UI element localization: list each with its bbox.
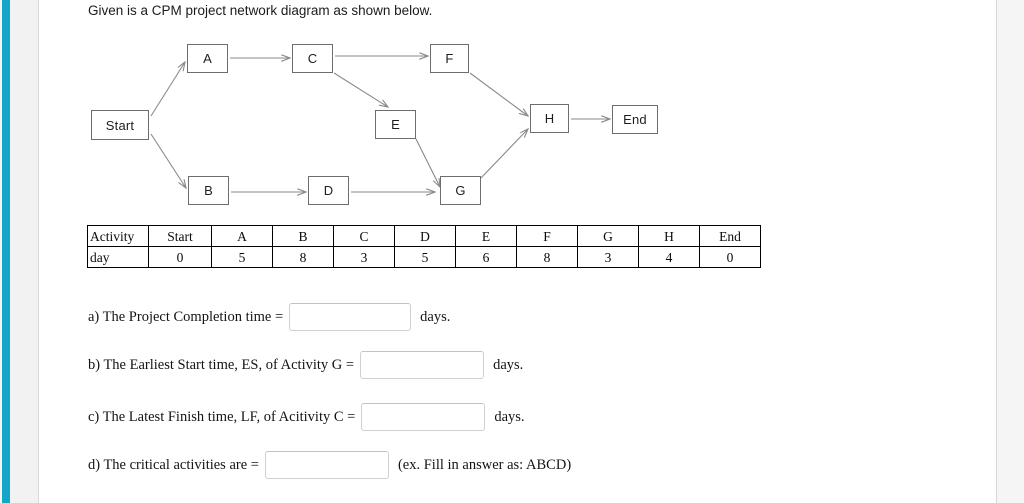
table-header-g: G <box>577 225 639 247</box>
left-accent-bar <box>2 0 10 503</box>
question-b-row: b) The Earliest Start time, ES, of Activ… <box>88 351 523 379</box>
node-a: A <box>187 44 228 73</box>
question-c-input[interactable] <box>361 403 486 431</box>
table-cell-day-end: 0 <box>699 246 761 268</box>
question-a-input[interactable] <box>289 303 412 331</box>
question-b-input[interactable] <box>360 351 485 379</box>
table-cell-day-g: 3 <box>577 246 639 268</box>
table-rowheader-activity: Activity <box>87 225 149 247</box>
node-end-label: End <box>623 112 647 127</box>
diagram-edges <box>150 36 685 216</box>
question-c-suffix: days. <box>494 408 525 425</box>
node-c-label: C <box>307 51 318 66</box>
node-e-label: E <box>391 117 400 132</box>
edge-g-h <box>480 129 528 179</box>
table-header-a: A <box>211 225 273 247</box>
question-a-label: a) The Project Completion time = <box>88 308 284 325</box>
node-h: H <box>530 104 569 133</box>
question-c-row: c) The Latest Finish time, LF, of Acitiv… <box>88 403 525 431</box>
table-cell-day-f: 8 <box>516 246 578 268</box>
edge-start-b <box>150 133 186 188</box>
cpm-network-diagram: Start A B C D E F G H End <box>85 36 685 216</box>
node-start-label: Start <box>105 117 135 133</box>
activity-duration-table: Activity Start A B C D E F G H End day 0… <box>87 225 761 268</box>
question-c-label: c) The Latest Finish time, LF, of Acitiv… <box>88 408 356 425</box>
table-rowheader-day: day <box>87 246 149 268</box>
node-c: C <box>292 44 333 73</box>
table-cell-day-b: 8 <box>272 246 334 268</box>
question-d-label: d) The critical activities are = <box>88 456 259 473</box>
table-header-d: D <box>394 225 456 247</box>
table-header-start: Start <box>148 225 212 247</box>
node-a-label: A <box>203 51 212 66</box>
node-h-label: H <box>544 111 555 126</box>
table-cell-day-d: 5 <box>394 246 456 268</box>
edge-e-g <box>415 138 440 187</box>
table-header-end: End <box>699 225 761 247</box>
node-g-label: G <box>455 183 466 198</box>
node-d: D <box>308 176 349 205</box>
prompt-text: Given is a CPM project network diagram a… <box>88 3 433 18</box>
node-end: End <box>612 105 658 134</box>
edge-c-e <box>333 72 388 107</box>
question-d-suffix: (ex. Fill in answer as: ABCD) <box>397 456 572 473</box>
node-b: B <box>188 176 229 205</box>
table-row-activity: Activity Start A B C D E F G H End <box>87 225 761 247</box>
question-b-label: b) The Earliest Start time, ES, of Activ… <box>88 356 355 373</box>
table-header-h: H <box>638 225 700 247</box>
table-cell-day-c: 3 <box>333 246 395 268</box>
node-e: E <box>375 110 416 139</box>
node-d-label: D <box>323 183 334 198</box>
table-cell-day-e: 6 <box>455 246 517 268</box>
table-header-b: B <box>272 225 334 247</box>
question-b-suffix: days. <box>493 356 524 373</box>
question-d-row: d) The critical activities are = (ex. Fi… <box>88 451 571 479</box>
question-a-row: a) The Project Completion time = days. <box>88 303 450 331</box>
question-d-input[interactable] <box>264 451 389 479</box>
table-cell-day-h: 4 <box>638 246 700 268</box>
question-a-suffix: days. <box>420 308 451 325</box>
table-row-day: day 0 5 8 3 5 6 8 3 4 0 <box>87 246 761 268</box>
node-start: Start <box>91 110 149 140</box>
edge-start-a <box>150 62 185 117</box>
table-header-f: F <box>516 225 578 247</box>
left-gutter <box>10 0 38 503</box>
node-f: F <box>430 44 469 73</box>
table-header-c: C <box>333 225 395 247</box>
table-cell-day-a: 5 <box>211 246 273 268</box>
right-margin <box>996 0 1024 503</box>
node-b-label: B <box>204 183 213 198</box>
node-g: G <box>440 176 481 205</box>
edge-f-h <box>469 72 528 116</box>
table-header-e: E <box>455 225 517 247</box>
node-f-label: F <box>445 51 454 66</box>
table-cell-day-start: 0 <box>148 246 212 268</box>
